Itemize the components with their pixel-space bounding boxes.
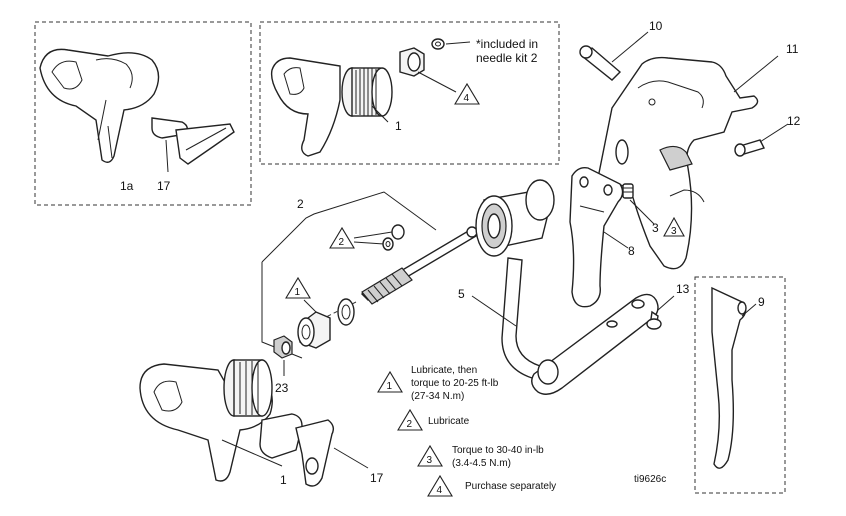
svg-text:4: 4 — [437, 485, 443, 496]
callout-1-top: 1 — [395, 119, 402, 133]
svg-text:3: 3 — [427, 455, 433, 466]
callout-17-top: 17 — [157, 179, 171, 193]
legend-item-2: 2 Lubricate — [397, 408, 470, 431]
callout-23: 23 — [275, 381, 289, 395]
legend: 1 Lubricate, then torque to 20-25 ft-lb … — [377, 365, 556, 497]
screw-13: 13 — [646, 282, 690, 330]
svg-text:Torque to 30-40 in-lb: Torque to 30-40 in-lb — [452, 445, 544, 456]
callout-1-bottom: 1 — [280, 473, 287, 487]
assembled-guard-1: 1 17 — [139, 359, 384, 487]
legend-item-1: 1 Lubricate, then torque to 20-25 ft-lb … — [377, 365, 499, 402]
svg-text:2: 2 — [407, 419, 413, 430]
svg-text:4: 4 — [464, 93, 470, 104]
inset-frame-left — [34, 21, 252, 206]
svg-text:1: 1 — [387, 381, 393, 392]
needle-assembly-2: 2 2 — [261, 191, 478, 359]
callout-9: 9 — [758, 295, 765, 309]
legend-item-4: 4 Purchase separately — [427, 474, 556, 497]
symbol-triangle-3-screw: 3 — [663, 216, 685, 237]
svg-text:(27-34 N.m): (27-34 N.m) — [411, 391, 464, 402]
callout-2: 2 — [297, 197, 304, 211]
symbol-triangle-4-inset: 4 — [454, 82, 480, 105]
symbol-triangle-1-seat: 1 — [285, 276, 311, 299]
callout-8: 8 — [628, 244, 635, 258]
svg-text:1: 1 — [295, 287, 301, 298]
inset-trigger-9: 9 — [694, 276, 786, 494]
svg-text:Lubricate, then: Lubricate, then — [411, 365, 477, 376]
callout-1a: 1a — [120, 179, 134, 193]
trigger-8: 8 3 3 — [569, 166, 685, 308]
svg-text:torque to 20-25 ft-lb: torque to 20-25 ft-lb — [411, 378, 499, 389]
diffuser-rod-5: 5 — [458, 179, 659, 395]
inset-frame-middle — [259, 21, 560, 165]
callout-12: 12 — [787, 114, 801, 128]
callout-11: 11 — [786, 42, 799, 56]
callout-13: 13 — [676, 282, 690, 296]
kit-note-line2: needle kit 2 — [476, 51, 538, 65]
callout-10: 10 — [649, 19, 663, 33]
gun-body-11: 10 11 12 — [579, 19, 801, 270]
callout-5: 5 — [458, 287, 465, 301]
legend-item-3: 3 Torque to 30-40 in-lb (3.4-4.5 N.m) — [417, 444, 544, 469]
svg-text:(3.4-4.5 N.m): (3.4-4.5 N.m) — [452, 458, 511, 469]
figure-id: ti9626c — [634, 474, 666, 485]
svg-text:Lubricate: Lubricate — [428, 416, 470, 427]
inset-guard-1a: 1a 17 — [34, 21, 252, 206]
svg-text:3: 3 — [671, 226, 677, 237]
kit-note-line1: *included in — [476, 37, 538, 51]
inset-frame-right — [694, 276, 786, 494]
callout-17-bottom: 17 — [370, 471, 384, 485]
inset-housing-1: 1 *included in needle kit 2 4 — [259, 21, 560, 165]
svg-text:2: 2 — [339, 237, 345, 248]
svg-text:Purchase separately: Purchase separately — [465, 481, 556, 492]
symbol-triangle-2-needle: 2 — [329, 226, 355, 249]
callout-3: 3 — [652, 221, 659, 235]
seat-housing-23: 1 23 — [273, 276, 331, 395]
